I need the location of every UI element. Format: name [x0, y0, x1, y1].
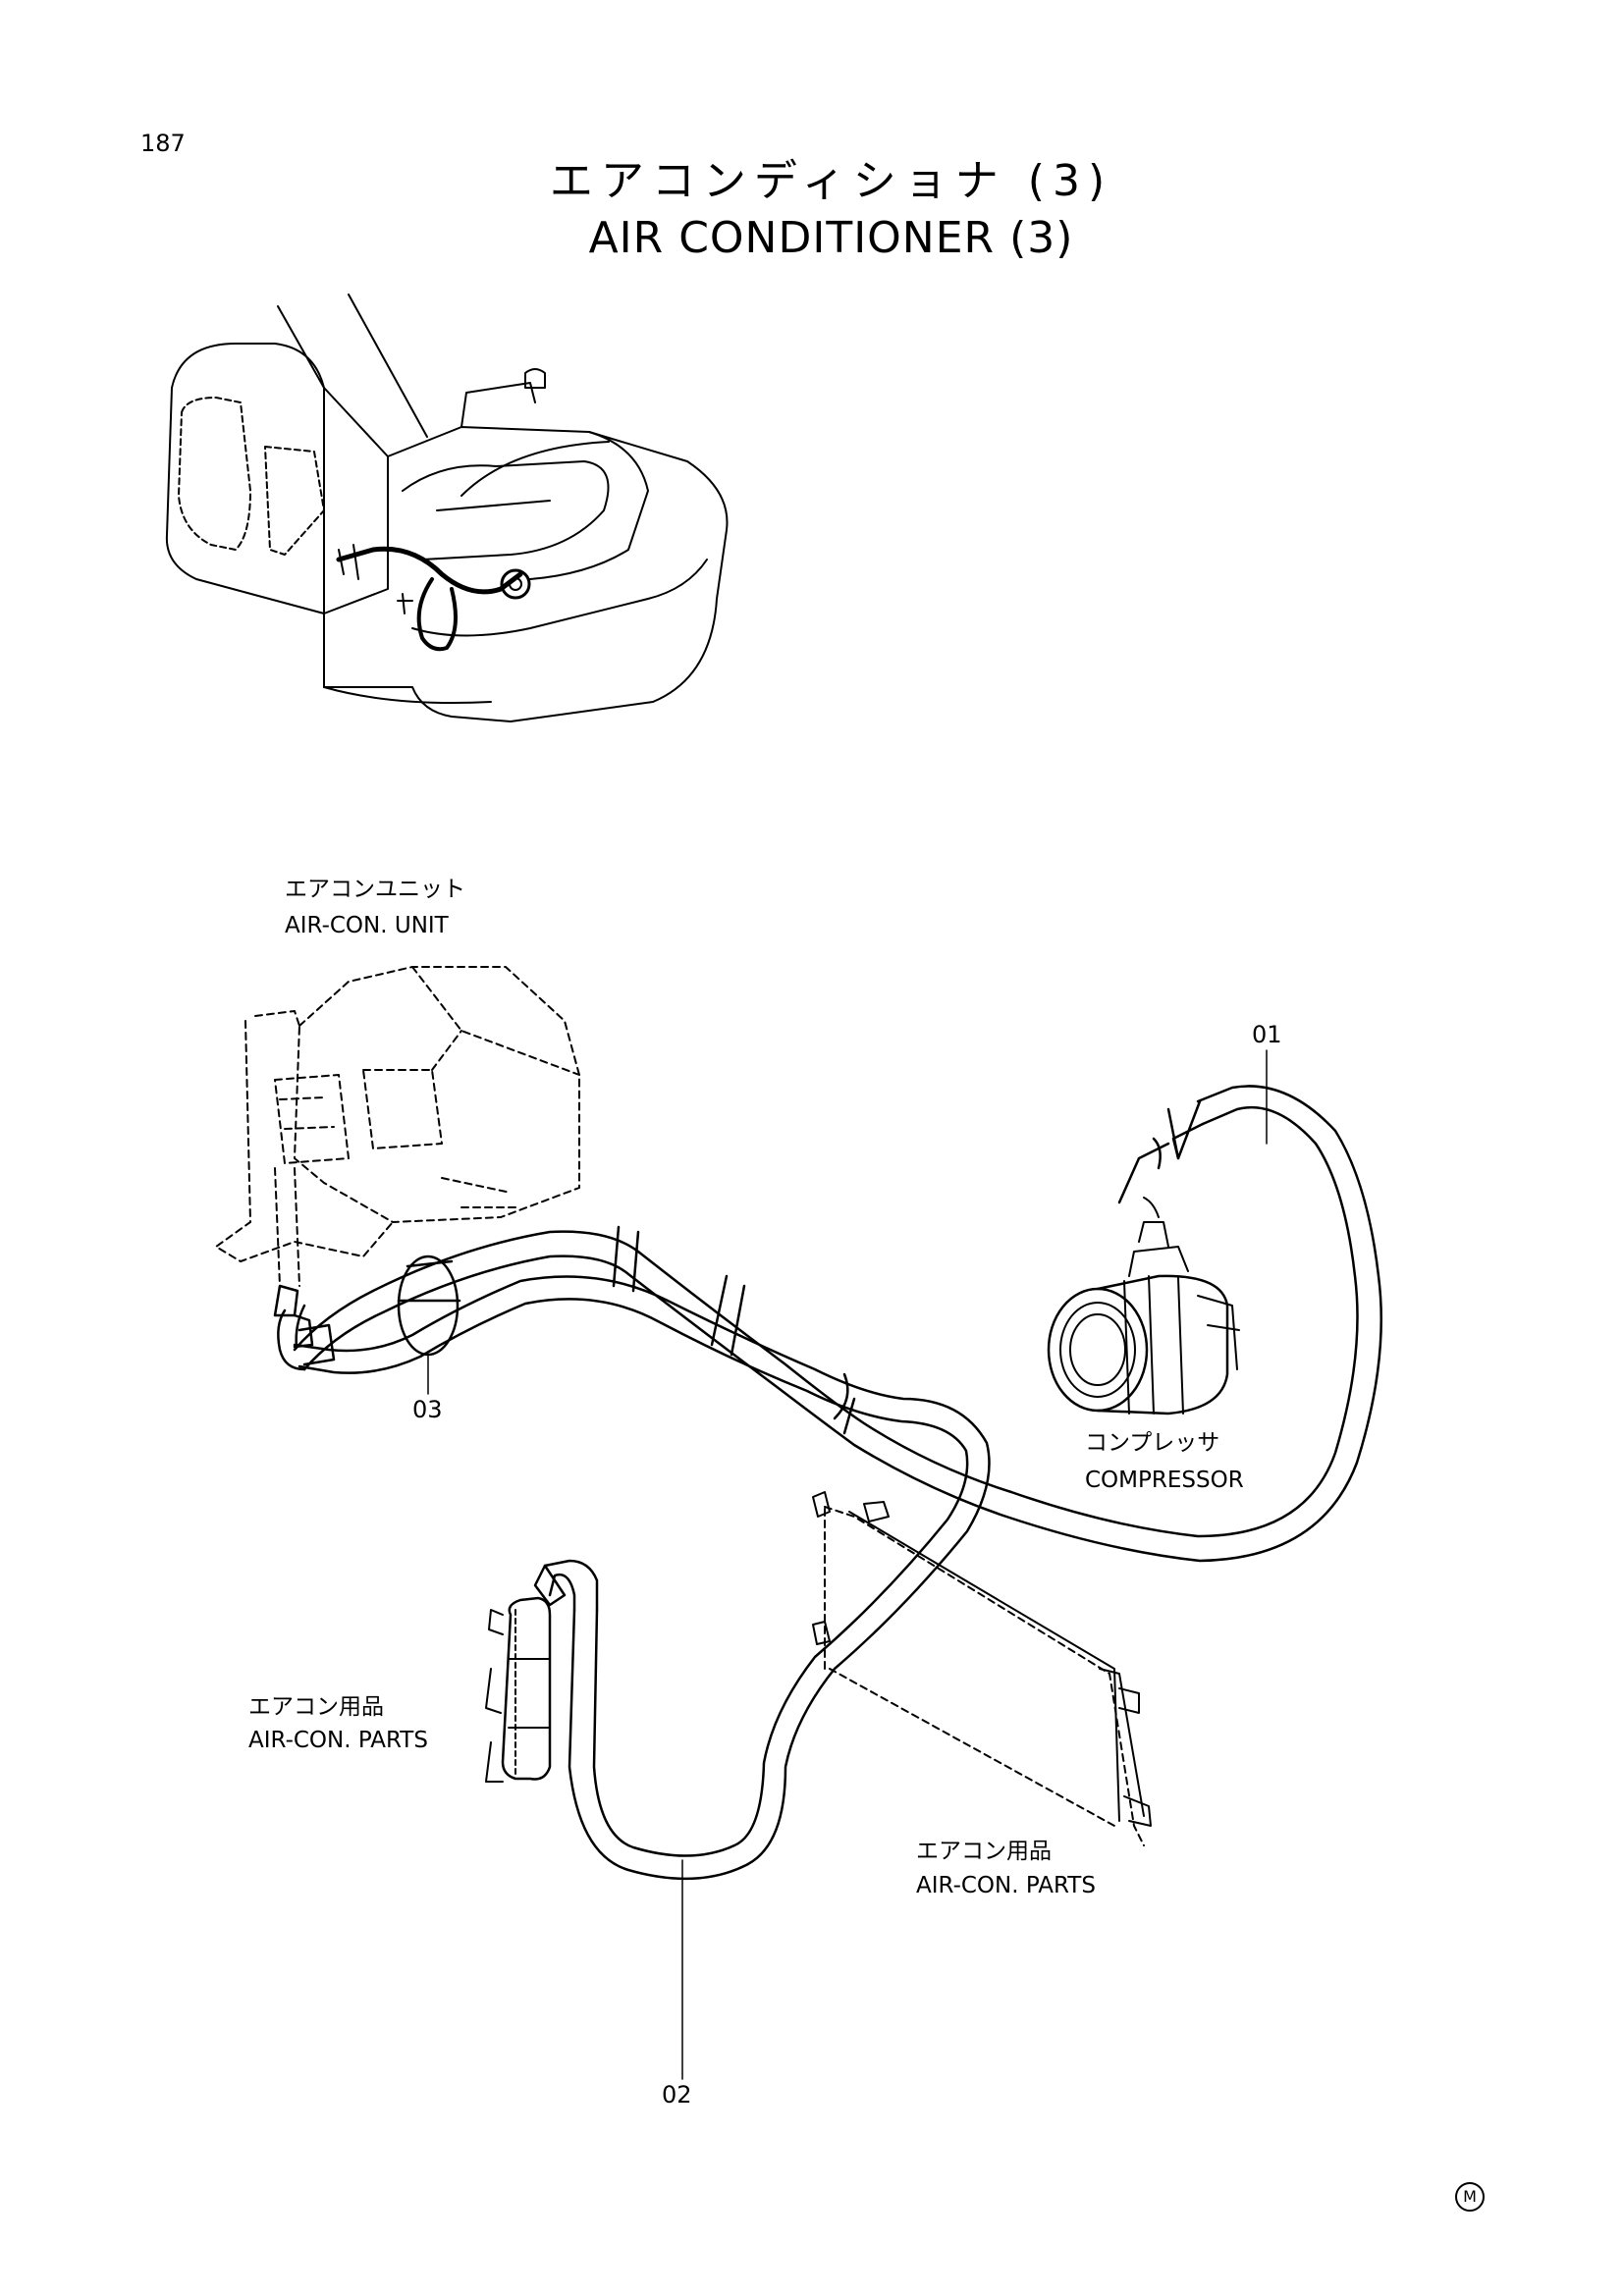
compressor-illustration — [1047, 1197, 1240, 1415]
compressor-label-jp: コンプレッサ — [1085, 1430, 1220, 1456]
hose-02 — [293, 1275, 991, 2080]
aircon-parts-right-label-en: AIR-CON. PARTS — [916, 1873, 1096, 1898]
callout-01: 01 — [1252, 1021, 1282, 1048]
condenser-illustration — [812, 1491, 1152, 1846]
hose-03 — [273, 1255, 461, 1395]
excavator-overview-illustration — [165, 294, 729, 722]
title-english: AIR CONDITIONER (3) — [588, 213, 1074, 263]
page-number: 187 — [140, 130, 186, 157]
callout-03: 03 — [412, 1396, 443, 1423]
aircon-parts-right-label-jp: エアコン用品 — [916, 1839, 1052, 1864]
aircon-parts-left-label-jp: エアコン用品 — [248, 1694, 384, 1720]
aircon-parts-left-label-en: AIR-CON. PARTS — [248, 1728, 428, 1753]
receiver-drier-illustration — [485, 1596, 552, 1783]
aircon-unit-label-en: AIR-CON. UNIT — [285, 913, 449, 938]
aircon-unit-label-jp: エアコンユニット — [285, 877, 465, 902]
m-mark-icon: M — [1455, 2182, 1485, 2212]
aircon-unit-illustration — [215, 966, 580, 1287]
hose-01 — [293, 1085, 1382, 1563]
callout-02: 02 — [662, 2081, 692, 2109]
compressor-label-en: COMPRESSOR — [1085, 1468, 1244, 1493]
title-japanese: エアコンディショナ (3) — [549, 156, 1113, 206]
